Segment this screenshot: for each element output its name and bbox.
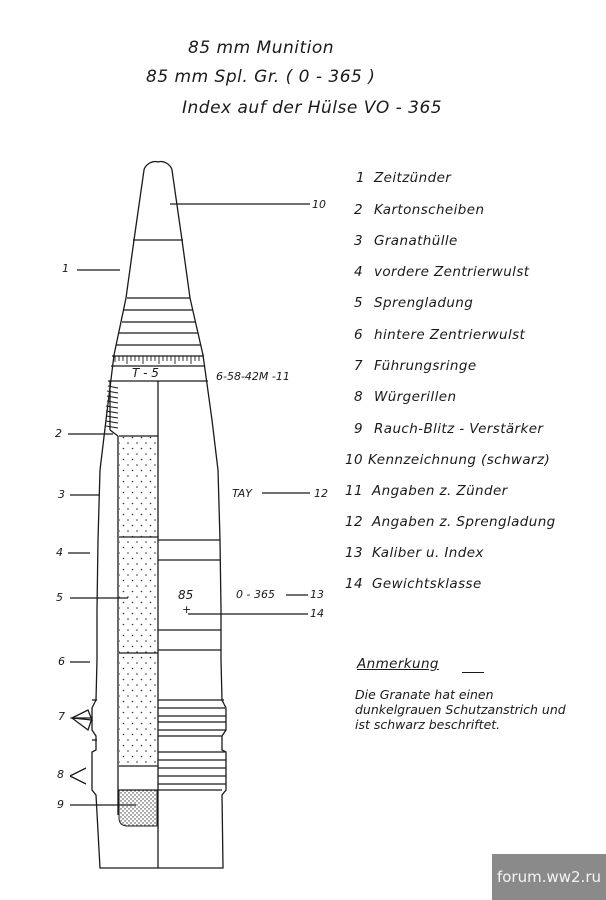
callout-10: 10 [312, 198, 326, 211]
legend-item: Granathülle [374, 233, 458, 249]
legend-num: 12 [345, 514, 363, 530]
fuze-threads [105, 385, 119, 429]
note-title: Anmerkung [357, 656, 439, 672]
callout-6: 6 [58, 655, 65, 668]
legend-item: Rauch-Blitz - Verstärker [374, 421, 544, 437]
legend-num: 2 [354, 202, 363, 218]
watermark: forum.ww2.ru [492, 854, 606, 900]
title-line-3: Index auf der Hülse VO - 365 [182, 98, 443, 118]
title-line-1: 85 mm Munition [188, 38, 335, 58]
callout-5: 5 [56, 591, 63, 604]
legend-item: Kaliber u. Index [372, 545, 484, 561]
legend-num: 8 [354, 389, 363, 405]
legend-num: 11 [345, 483, 363, 499]
explosive-fill [119, 436, 157, 766]
callout-8: 8 [57, 768, 64, 781]
callout-14: 14 [310, 607, 324, 620]
legend-num: 6 [354, 327, 363, 343]
legend-num: 4 [354, 264, 363, 280]
legend-item: Angaben z. Zünder [372, 483, 508, 499]
legend-num: 9 [354, 421, 363, 437]
legend-num: 14 [345, 576, 363, 592]
legend-num: 5 [354, 295, 363, 311]
legend-num: 7 [354, 358, 363, 374]
legend-item: Zeitzünder [374, 170, 452, 186]
legend-num: 10 [345, 452, 363, 468]
legend-item: hintere Zentrierwulst [374, 327, 526, 343]
callout-3: 3 [58, 488, 65, 501]
legend-num: 1 [356, 170, 365, 186]
explosive-marking: TAY [232, 487, 252, 500]
legend-num: 3 [354, 233, 363, 249]
shell-outline [91, 160, 227, 869]
legend-item: Sprengladung [374, 295, 474, 311]
callout-9: 9 [57, 798, 64, 811]
callout-12: 12 [314, 487, 328, 500]
legend-item: Führungsringe [374, 358, 477, 374]
note-text: Die Granate hat einen dunkelgrauen Schut… [355, 687, 566, 732]
callout-1: 1 [62, 262, 69, 275]
callout-2: 2 [55, 427, 62, 440]
title-line-2: 85 mm Spl. Gr. ( 0 - 365 ) [146, 67, 376, 87]
callout-4: 4 [56, 546, 63, 559]
callout-13: 13 [310, 588, 324, 601]
legend-num: 13 [345, 545, 363, 561]
legend-item: Kartonscheiben [374, 202, 485, 218]
booster [118, 789, 158, 827]
weight-marking: + [182, 603, 192, 616]
callout-7: 7 [58, 710, 65, 723]
legend-item: Würgerillen [374, 389, 457, 405]
fuze-marking: T - 5 [132, 366, 159, 380]
fuze-scale [114, 356, 200, 364]
legend-item: Gewichtsklasse [372, 576, 482, 592]
caliber-marking: 85 [178, 588, 194, 602]
legend-item: Kennzeichnung (schwarz) [368, 452, 551, 468]
callout-11: 6-58-42M -11 [216, 370, 290, 383]
note-underline-tail [462, 672, 484, 673]
legend-item: Angaben z. Sprengladung [372, 514, 556, 530]
legend-item: vordere Zentrierwulst [374, 264, 530, 280]
index-marking: 0 - 365 [236, 588, 275, 601]
